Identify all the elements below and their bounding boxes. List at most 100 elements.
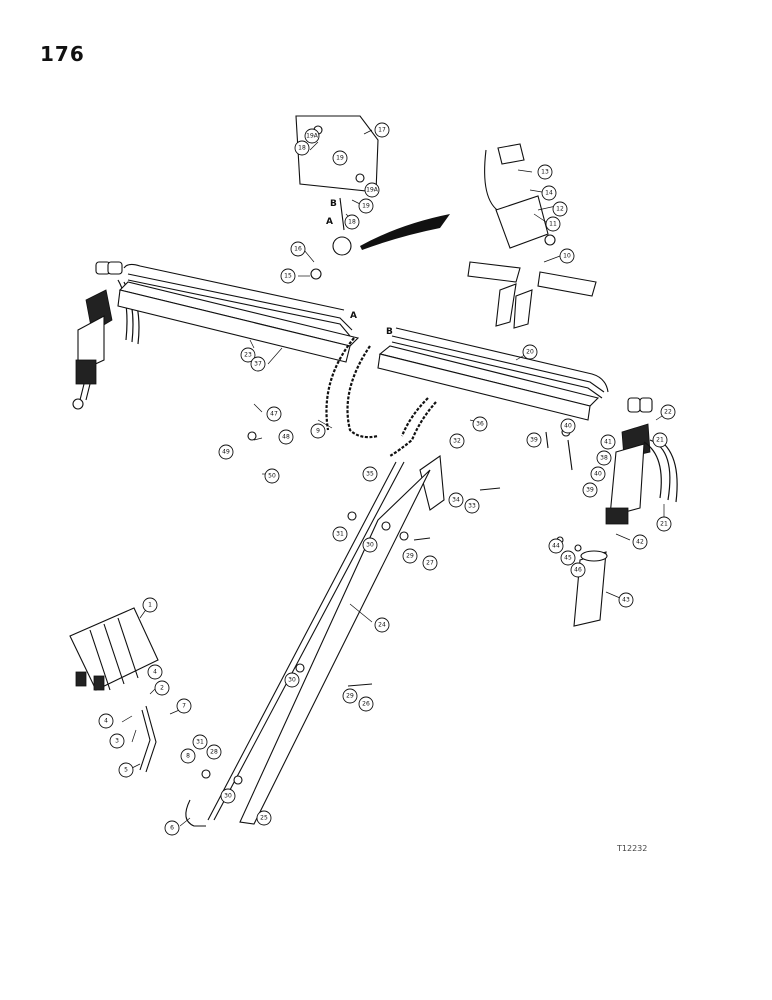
callout-number: 40 bbox=[564, 423, 572, 430]
callout: 37 bbox=[250, 356, 266, 372]
callout: 7 bbox=[176, 698, 192, 714]
callout: 24 bbox=[374, 617, 390, 633]
callout: 16 bbox=[290, 241, 306, 257]
callout: 25 bbox=[256, 810, 272, 826]
callout: 11 bbox=[545, 216, 561, 232]
callout: 31 bbox=[332, 526, 348, 542]
callout-number: 50 bbox=[268, 473, 276, 480]
right-beam bbox=[377, 327, 609, 421]
callout-number: 32 bbox=[453, 438, 461, 445]
callout-number: 18 bbox=[298, 145, 306, 152]
callout: 21 bbox=[656, 516, 672, 532]
port-label: B bbox=[386, 327, 393, 337]
callout: 18 bbox=[294, 140, 310, 156]
callout: 40 bbox=[590, 466, 606, 482]
callout: 50 bbox=[264, 468, 280, 484]
callouts: 1 2 3 4 4 5 6 7 8 9 10 11 12 13 14 15 16… bbox=[98, 122, 676, 836]
callout-number: 38 bbox=[600, 455, 608, 462]
callout-number: 14 bbox=[545, 190, 553, 197]
left-beam bbox=[117, 263, 360, 363]
callout-number: 15 bbox=[284, 273, 292, 280]
callout: 49 bbox=[218, 444, 234, 460]
callout-number: 4 bbox=[104, 718, 108, 725]
callout: 20 bbox=[522, 344, 538, 360]
port-labels: A B A B bbox=[326, 199, 393, 337]
callout-number: 28 bbox=[210, 749, 218, 756]
callout: 21 bbox=[652, 432, 668, 448]
callout-number: 8 bbox=[186, 753, 190, 760]
callout-number: 6 bbox=[170, 825, 174, 832]
callout-number: 11 bbox=[549, 221, 557, 228]
callout: 17 bbox=[374, 122, 390, 138]
callout-number: 21 bbox=[660, 521, 668, 528]
callout: 41 bbox=[600, 434, 616, 450]
callout-number: 12 bbox=[556, 206, 564, 213]
callout: 30 bbox=[284, 672, 300, 688]
callout: 8 bbox=[180, 748, 196, 764]
callout-number: 33 bbox=[468, 503, 476, 510]
callout-number: 10 bbox=[563, 253, 571, 260]
port-label: B bbox=[330, 199, 337, 209]
callout: 35 bbox=[362, 466, 378, 482]
callout: 32 bbox=[449, 433, 465, 449]
callout-number: 26 bbox=[362, 701, 370, 708]
callout-number: 16 bbox=[294, 246, 302, 253]
callout: 39 bbox=[582, 482, 598, 498]
page-number: 176 bbox=[40, 42, 85, 66]
callout-number: 13 bbox=[541, 169, 549, 176]
callout: 6 bbox=[164, 820, 180, 836]
callout-number: 39 bbox=[586, 487, 594, 494]
callout: 19 bbox=[358, 198, 374, 214]
callout: 31 bbox=[192, 734, 208, 750]
callout-number: 30 bbox=[366, 542, 374, 549]
callout: 22 bbox=[660, 404, 676, 420]
callout: 3 bbox=[109, 733, 125, 749]
callout: 38 bbox=[596, 450, 612, 466]
callout: 28 bbox=[206, 744, 222, 760]
callout: 9 bbox=[310, 423, 326, 439]
callout: 14 bbox=[541, 185, 557, 201]
callout: 18 bbox=[344, 214, 360, 230]
callout: 1 bbox=[142, 597, 158, 613]
callout: 12 bbox=[552, 201, 568, 217]
callout: 33 bbox=[464, 498, 480, 514]
figure-reference-code: T12232 bbox=[617, 844, 648, 853]
callout: 47 bbox=[266, 406, 282, 422]
callout-number: 49 bbox=[222, 449, 230, 456]
callout: 4 bbox=[98, 713, 114, 729]
callout-number: 19A bbox=[306, 133, 319, 140]
callout-number: 19 bbox=[362, 203, 370, 210]
callout-number: 31 bbox=[336, 531, 344, 538]
callout-number: 19A bbox=[366, 187, 379, 194]
callout: 27 bbox=[422, 555, 438, 571]
callout: 45 bbox=[560, 550, 576, 566]
callout-number: 44 bbox=[552, 543, 560, 550]
callout: 30 bbox=[220, 788, 236, 804]
callout: 30 bbox=[362, 537, 378, 553]
callout: 42 bbox=[632, 534, 648, 550]
callout-number: 22 bbox=[664, 409, 672, 416]
center-hoses bbox=[325, 337, 437, 457]
control-valve bbox=[69, 607, 159, 773]
callout-number: 36 bbox=[476, 421, 484, 428]
callout-number: 43 bbox=[622, 597, 630, 604]
callout: 29 bbox=[402, 548, 418, 564]
callout: 36 bbox=[472, 416, 488, 432]
hardware-bolts bbox=[201, 427, 582, 785]
callout: 26 bbox=[358, 696, 374, 712]
callout-number: 5 bbox=[124, 767, 128, 774]
callout-number: 37 bbox=[254, 361, 262, 368]
callout: 19A bbox=[364, 182, 380, 198]
callout-number: 9 bbox=[316, 428, 320, 435]
callout-number: 3 bbox=[115, 738, 119, 745]
callout-number: 20 bbox=[526, 349, 534, 356]
callout-number: 48 bbox=[282, 434, 290, 441]
callout-number: 21 bbox=[656, 437, 664, 444]
callout: 48 bbox=[278, 429, 294, 445]
callout: 13 bbox=[537, 164, 553, 180]
callout: 34 bbox=[448, 492, 464, 508]
callout-number: 39 bbox=[530, 437, 538, 444]
callout-number: 17 bbox=[378, 127, 386, 134]
callout: 39 bbox=[526, 432, 542, 448]
